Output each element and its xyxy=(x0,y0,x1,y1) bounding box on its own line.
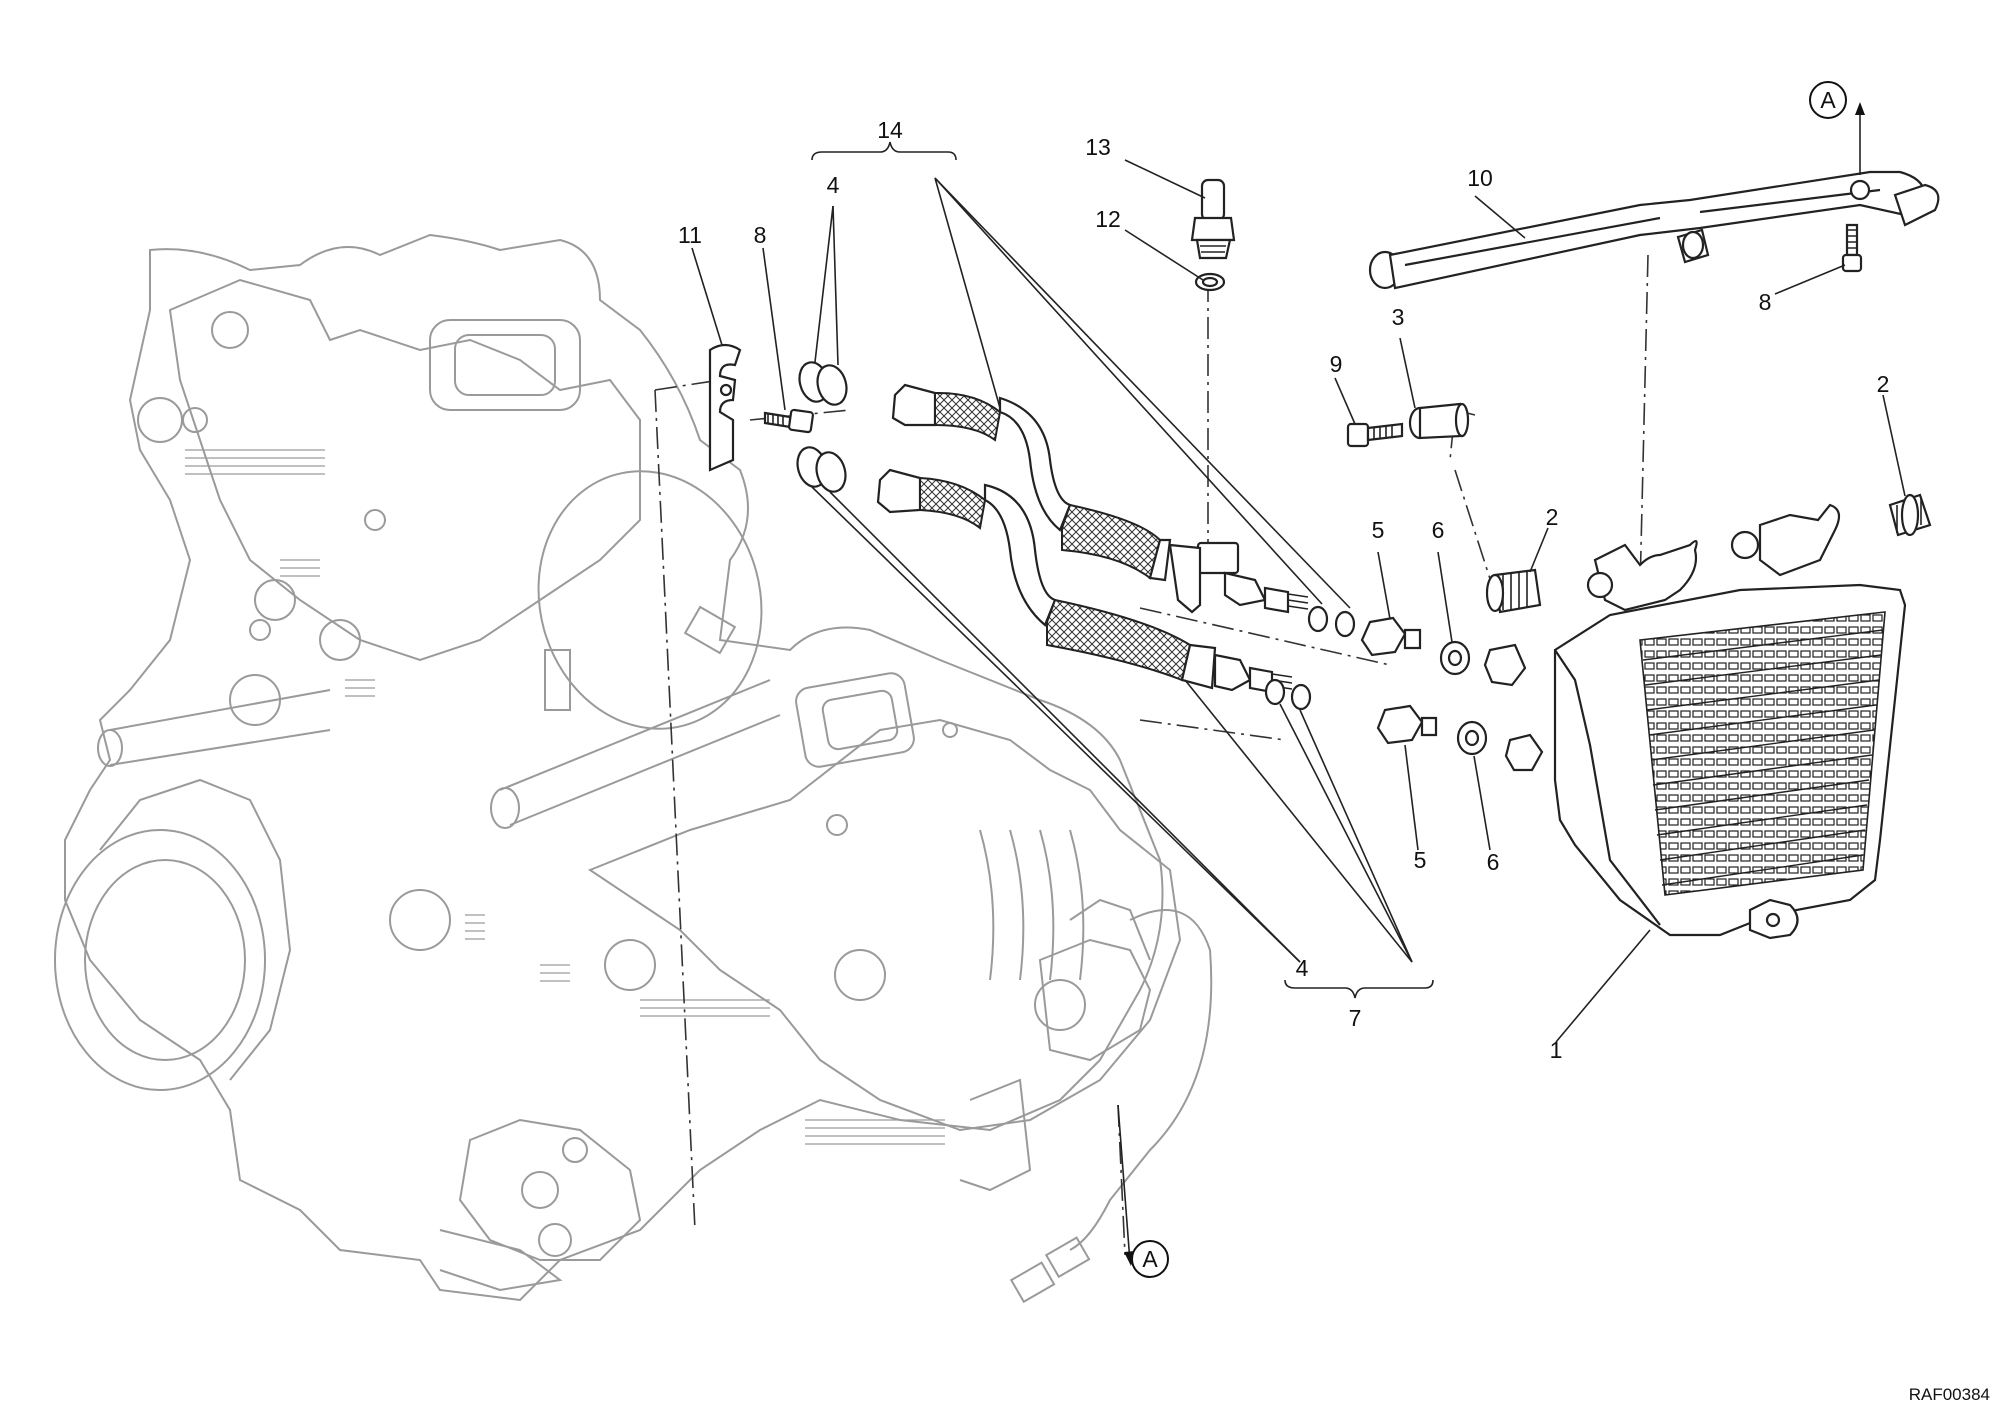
connector-marker-a-top: A xyxy=(1809,81,1847,119)
part-3-spacer xyxy=(1408,402,1470,440)
callout-1: 1 xyxy=(1550,1037,1563,1063)
part-5-adapter-upper xyxy=(1360,616,1422,657)
callout-8-right: 8 xyxy=(1759,289,1772,315)
callout-14: 14 xyxy=(877,117,903,143)
connector-marker-a-bottom-label: A xyxy=(1142,1246,1158,1272)
engine-block-illustration xyxy=(54,233,1213,1304)
callout-9: 9 xyxy=(1330,351,1343,377)
callout-2-left: 2 xyxy=(1546,504,1559,530)
drawing-reference-code: RAF00384 xyxy=(1909,1385,1990,1404)
small-orings xyxy=(1264,605,1356,711)
part-2-rubber-grommet-right xyxy=(1888,493,1932,537)
part-7-oil-hose-lower xyxy=(876,468,1293,694)
callout-12: 12 xyxy=(1095,206,1121,232)
callout-5-upper: 5 xyxy=(1372,517,1385,543)
part-9-screw xyxy=(1346,422,1404,448)
alignment-lines xyxy=(654,254,1649,1256)
part-8-screw-left xyxy=(763,408,814,434)
connector-marker-a-top-label: A xyxy=(1820,87,1836,113)
part-14-oil-hose-upper xyxy=(891,383,1309,614)
callout-4-lower: 4 xyxy=(1296,955,1309,981)
callout-2-right: 2 xyxy=(1877,371,1890,397)
part-1-oil-cooler xyxy=(1483,503,1907,940)
callout-6-upper: 6 xyxy=(1432,517,1445,543)
callout-3: 3 xyxy=(1392,304,1405,330)
callout-13: 13 xyxy=(1085,134,1111,160)
callout-5-lower: 5 xyxy=(1414,847,1427,873)
part-2-rubber-grommet-left xyxy=(1485,568,1542,614)
callout-numbers: 1 2 2 3 4 4 5 5 6 6 7 8 8 9 10 11 12 13 … xyxy=(678,117,1889,1063)
callout-7: 7 xyxy=(1349,1005,1362,1031)
part-10-support-bar xyxy=(1368,170,1940,290)
connector-marker-a-bottom: A xyxy=(1131,1240,1169,1278)
part-11-bracket xyxy=(708,343,742,472)
callout-4-upper: 4 xyxy=(827,172,840,198)
callout-8-left: 8 xyxy=(754,222,767,248)
part-6-washer-lower xyxy=(1456,720,1488,756)
callout-6-lower: 6 xyxy=(1487,849,1500,875)
callout-10: 10 xyxy=(1467,165,1493,191)
part-6-washer-upper xyxy=(1439,640,1471,676)
part-4-orings-upper xyxy=(796,361,848,493)
part-13-oil-temp-sensor xyxy=(1190,178,1236,260)
part-12-sealing-washer xyxy=(1194,272,1226,292)
part-5-adapter-lower xyxy=(1376,704,1438,745)
callout-11: 11 xyxy=(678,222,702,248)
part-8-screw-right xyxy=(1841,223,1863,273)
